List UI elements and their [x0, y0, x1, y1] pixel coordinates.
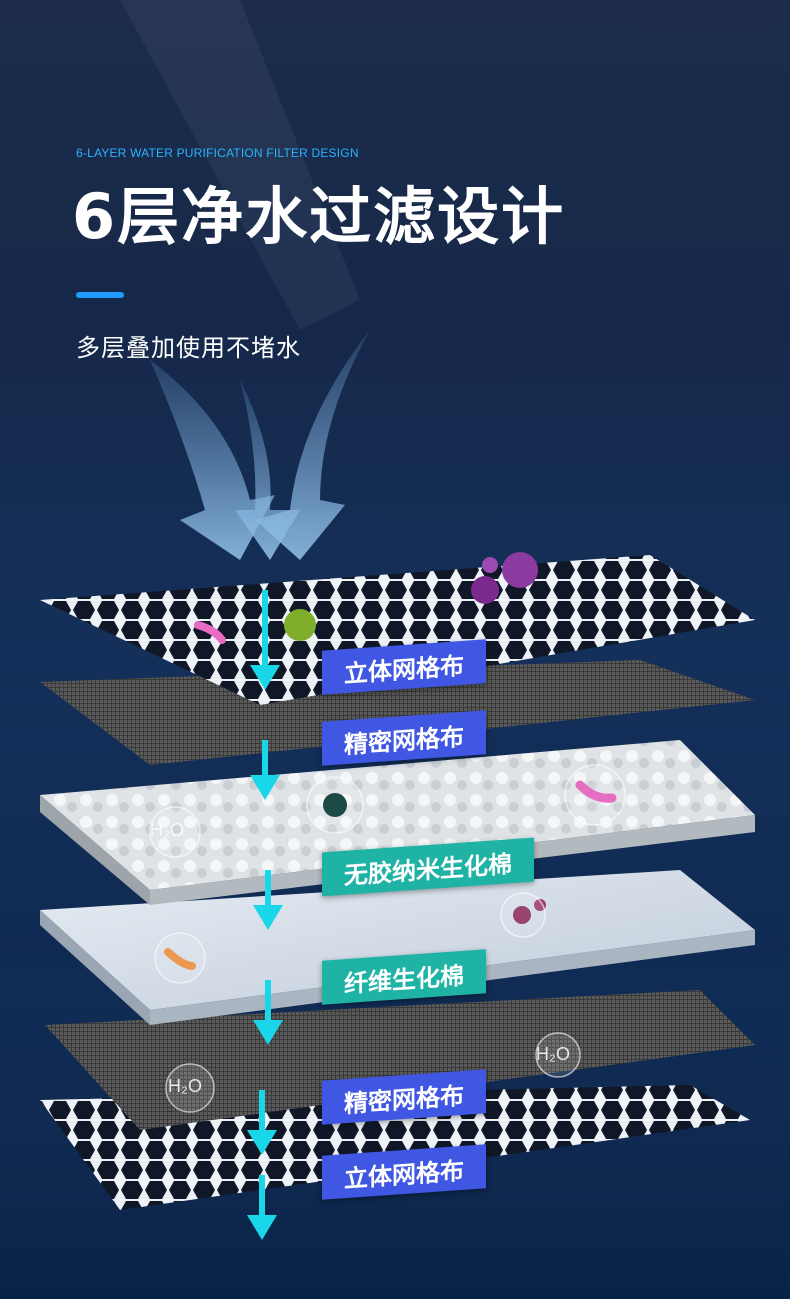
- page-title: 6层净水过滤设计: [72, 180, 566, 253]
- tagline: 多层叠加使用不堵水: [76, 334, 301, 362]
- subtitle-en: 6-LAYER WATER PURIFICATION FILTER DESIGN: [76, 146, 359, 160]
- title-accent-bar: [76, 292, 124, 298]
- germ-icon: [284, 552, 546, 924]
- layer-3-foam: [40, 740, 755, 890]
- layer-1-hex-mesh: [40, 555, 755, 705]
- h2o-bubble-label: H₂O: [150, 820, 184, 840]
- h2o-bubble-label: H₂O: [536, 1044, 570, 1064]
- inflow-arrows-icon: [150, 330, 370, 560]
- layer-4-fiber-cotton: [40, 870, 755, 1010]
- layer-2-fine-mesh: [40, 660, 755, 765]
- worm-icon: [164, 621, 617, 970]
- h2o-bubble-label: H₂O: [168, 1076, 202, 1096]
- down-flow-arrow-icon: [247, 590, 283, 1240]
- layer-5-fine-mesh: [45, 990, 755, 1130]
